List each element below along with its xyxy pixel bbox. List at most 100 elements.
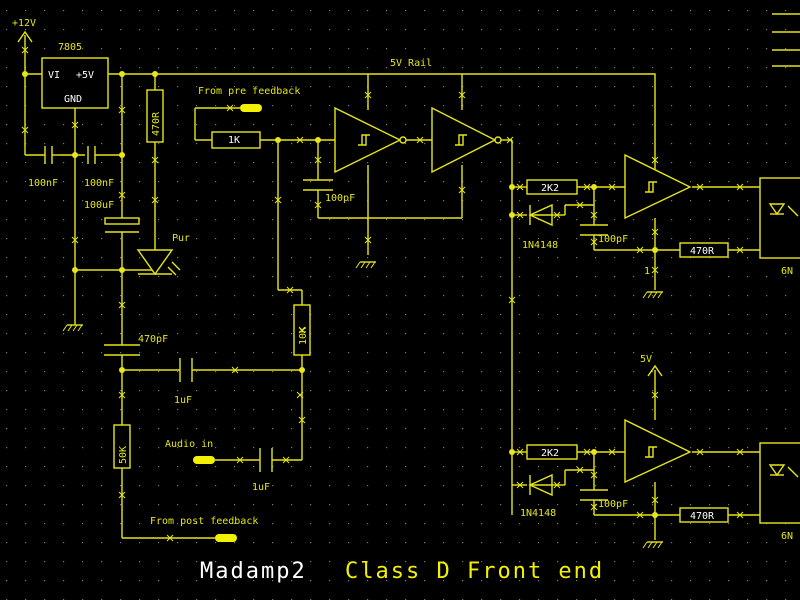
grid-dot (481, 295, 483, 297)
grid-dot (329, 561, 331, 563)
grid-dot (215, 86, 217, 88)
capacitor-100pf-c[interactable] (580, 489, 608, 501)
grid-dot (329, 181, 331, 183)
capacitor-c3[interactable] (104, 217, 140, 233)
wire-marker (583, 183, 591, 191)
wire-marker (236, 456, 244, 464)
grid-dot (519, 409, 521, 411)
grid-dot (310, 580, 312, 582)
grid-dot (538, 371, 540, 373)
diode-1n4148-a[interactable] (528, 203, 553, 227)
grid-dot (785, 428, 787, 430)
grid-dot (405, 428, 407, 430)
diode-1n4148-b[interactable] (528, 473, 553, 497)
grid-dot (310, 124, 312, 126)
grid-dot (6, 314, 8, 316)
grid-dot (519, 333, 521, 335)
grid-dot (690, 67, 692, 69)
opto-upper[interactable] (759, 177, 800, 259)
grid-dot (253, 352, 255, 354)
regulator-7805[interactable] (41, 57, 109, 109)
grid-dot (367, 580, 369, 582)
grid-dot (6, 580, 8, 582)
grid-dot (329, 295, 331, 297)
capacitor-1uf-b[interactable] (259, 448, 273, 472)
capacitor-c1[interactable] (44, 146, 60, 164)
grid-dot (25, 542, 27, 544)
resistor-470r-a[interactable] (146, 89, 164, 143)
grid-dot (405, 504, 407, 506)
schmitt-buffer-1[interactable] (334, 106, 407, 174)
grid-dot (424, 181, 426, 183)
label-supply5: 5V (640, 354, 652, 365)
resistor-50k[interactable] (113, 424, 131, 469)
grid-dot (538, 466, 540, 468)
grid-dot (177, 67, 179, 69)
grid-dot (348, 466, 350, 468)
capacitor-1uf-a[interactable] (179, 358, 193, 382)
comparator-upper[interactable] (624, 153, 692, 220)
grid-dot (234, 428, 236, 430)
pads[interactable] (193, 104, 262, 542)
grid-dot (329, 523, 331, 525)
grid-dot (158, 238, 160, 240)
grid-dot (557, 200, 559, 202)
grid-dot (747, 466, 749, 468)
grid-dot (690, 276, 692, 278)
grid-dot (386, 542, 388, 544)
grid-dot (25, 428, 27, 430)
grid-dot (424, 67, 426, 69)
resistor-2k2-b[interactable] (526, 444, 578, 460)
grid-dot (291, 428, 293, 430)
grid-dot (481, 238, 483, 240)
grid-dot (177, 428, 179, 430)
led-pur[interactable] (136, 249, 181, 276)
grid-dot (443, 523, 445, 525)
grid-dot (614, 580, 616, 582)
grid-dot (348, 10, 350, 12)
grid-dot (82, 542, 84, 544)
grid-dot (538, 67, 540, 69)
grid-dot (595, 542, 597, 544)
grid-dot (443, 580, 445, 582)
grid-dot (348, 314, 350, 316)
grid-dot (766, 162, 768, 164)
grid-dot (139, 143, 141, 145)
capacitor-100pf-b[interactable] (580, 224, 608, 236)
grid-dot (291, 409, 293, 411)
grid-dot (652, 580, 654, 582)
label-d-a: 1N4148 (522, 240, 558, 251)
capacitor-470pf[interactable] (104, 344, 140, 356)
wire-marker (71, 121, 79, 129)
grid-dot (158, 390, 160, 392)
grid-dot (595, 48, 597, 50)
grid-dot (386, 504, 388, 506)
capacitor-100pf-a[interactable] (303, 179, 333, 191)
opto-lower[interactable] (759, 442, 800, 524)
grid-dot (291, 466, 293, 468)
grid-dot (215, 314, 217, 316)
grid-dot (44, 29, 46, 31)
grid-dot (766, 371, 768, 373)
grid-dot (538, 29, 540, 31)
grid-dot (215, 580, 217, 582)
grid-dot (519, 504, 521, 506)
grid-dot (234, 542, 236, 544)
grid-dot (538, 200, 540, 202)
resistor-470r-b[interactable] (679, 242, 729, 258)
resistor-2k2-a[interactable] (526, 179, 578, 195)
grid-dot (63, 409, 65, 411)
grid-dot (652, 295, 654, 297)
comparator-lower[interactable] (624, 418, 692, 484)
resistor-1k[interactable] (211, 131, 261, 149)
capacitor-c2[interactable] (87, 146, 96, 164)
grid-dot (139, 523, 141, 525)
grid-dot (557, 67, 559, 69)
grid-dot (443, 390, 445, 392)
schmitt-buffer-2[interactable] (431, 106, 502, 174)
grid-dot (519, 390, 521, 392)
grid-dot (291, 580, 293, 582)
grid-dot (785, 162, 787, 164)
resistor-470r-c[interactable] (679, 507, 729, 523)
